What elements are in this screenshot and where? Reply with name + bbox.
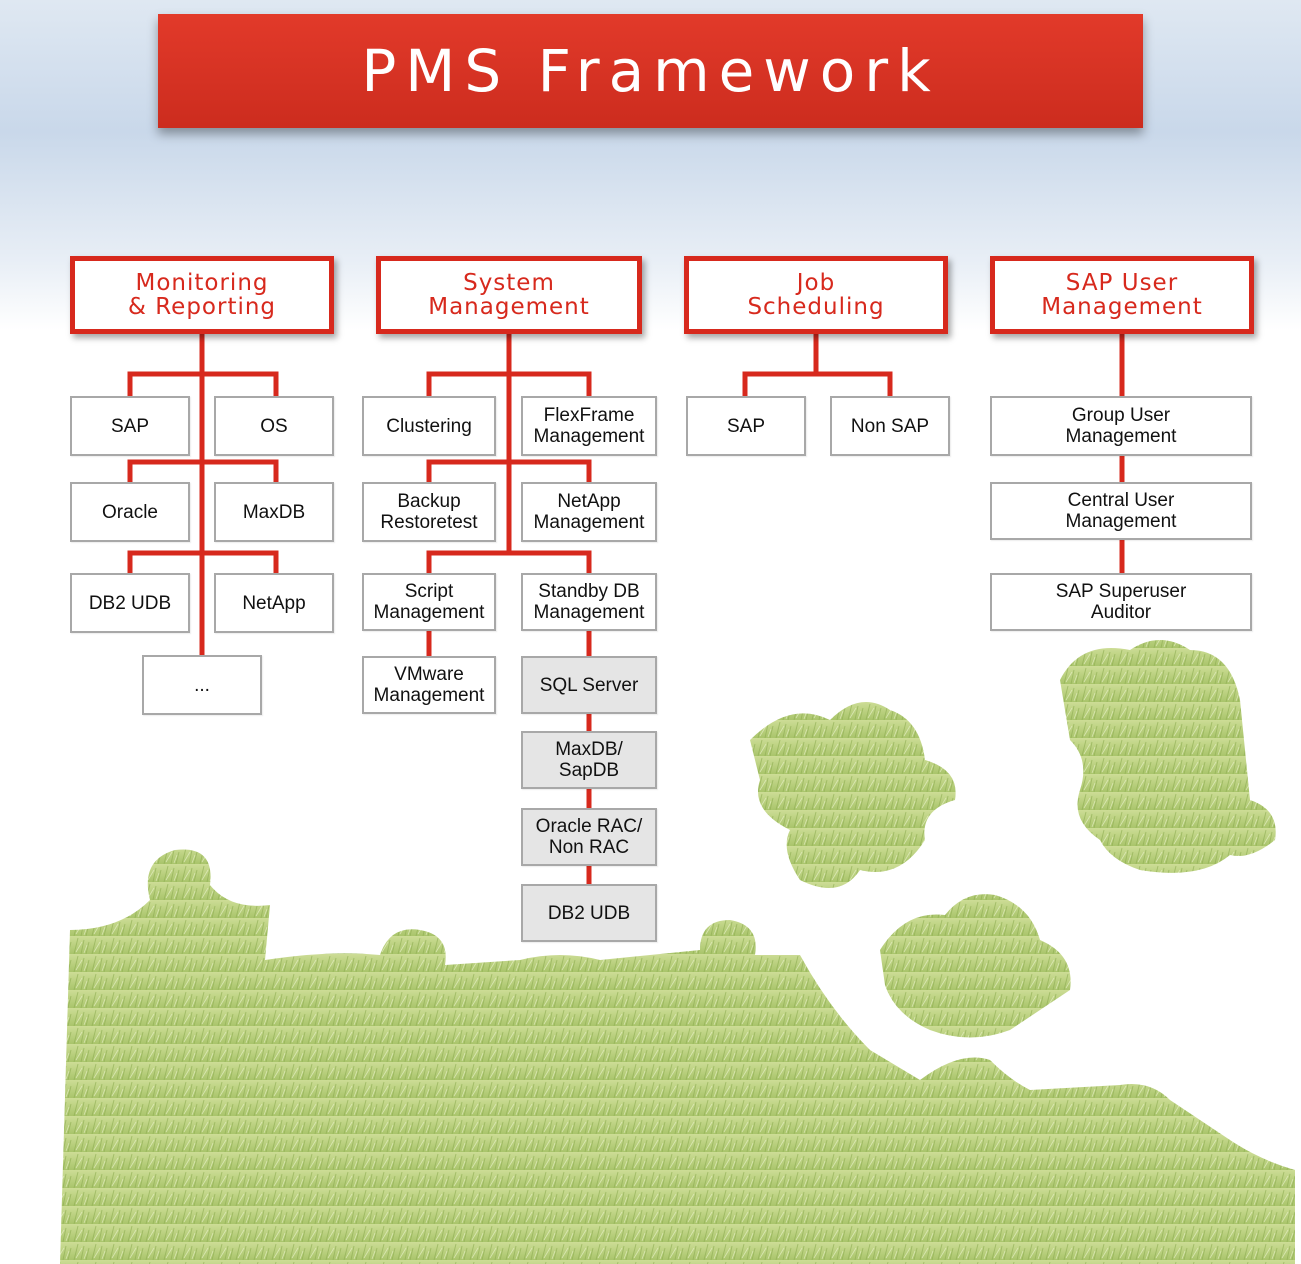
node-users-central: Central User Management — [990, 482, 1252, 540]
grass-puzzle-bottom — [60, 849, 1295, 1264]
grass-puzzle-piece-3 — [880, 894, 1071, 1038]
node-monitoring-db2: DB2 UDB — [70, 573, 190, 633]
category-monitoring-reporting: Monitoring & Reporting — [70, 256, 334, 334]
node-label: NetApp — [242, 592, 306, 614]
node-system-db2: DB2 UDB — [521, 884, 657, 942]
category-label: SAP User Management — [1041, 270, 1203, 320]
category-label: Job Scheduling — [747, 270, 885, 320]
node-system-sqlserver: SQL Server — [521, 656, 657, 714]
node-label: Backup Restoretest — [380, 491, 478, 533]
grass-puzzle-piece-2 — [1060, 640, 1276, 873]
node-label: OS — [260, 415, 288, 437]
node-system-clustering: Clustering — [362, 396, 496, 456]
node-system-netapp: NetApp Management — [521, 482, 657, 542]
node-label: Group User Management — [1065, 405, 1177, 447]
node-label: DB2 UDB — [547, 902, 631, 924]
category-system-management: System Management — [376, 256, 642, 334]
node-monitoring-oracle: Oracle — [70, 482, 190, 542]
node-system-maxdb: MaxDB/ SapDB — [521, 731, 657, 789]
node-system-backup: Backup Restoretest — [362, 482, 496, 542]
node-system-vmware: VMware Management — [362, 656, 496, 714]
node-monitoring-maxdb: MaxDB — [214, 482, 334, 542]
node-label: ... — [194, 674, 210, 696]
node-users-superuser: SAP Superuser Auditor — [990, 573, 1252, 631]
node-label: MaxDB/ SapDB — [555, 739, 623, 781]
node-label: MaxDB — [242, 501, 306, 523]
node-jobs-nonsap: Non SAP — [830, 396, 950, 456]
node-system-oracle-rac: Oracle RAC/ Non RAC — [521, 808, 657, 866]
node-label: Non SAP — [850, 415, 930, 437]
node-jobs-sap: SAP — [686, 396, 806, 456]
page-title: PMS Framework — [361, 37, 940, 105]
node-label: Oracle — [102, 501, 158, 523]
grass-puzzle-piece-1 — [750, 702, 956, 888]
node-label: FlexFrame Management — [533, 405, 645, 447]
node-monitoring-netapp: NetApp — [214, 573, 334, 633]
node-label: Clustering — [386, 415, 472, 437]
node-monitoring-more: ... — [142, 655, 262, 715]
node-monitoring-os: OS — [214, 396, 334, 456]
node-label: Script Management — [373, 581, 485, 623]
node-label: Central User Management — [1065, 490, 1177, 532]
category-job-scheduling: Job Scheduling — [684, 256, 948, 334]
node-system-standby: Standby DB Management — [521, 573, 657, 631]
node-label: Oracle RAC/ Non RAC — [535, 816, 643, 858]
category-sap-user-management: SAP User Management — [990, 256, 1254, 334]
node-label: SAP — [726, 415, 766, 437]
node-system-flexframe: FlexFrame Management — [521, 396, 657, 456]
node-label: Standby DB Management — [533, 581, 645, 623]
category-label: Monitoring & Reporting — [127, 270, 277, 320]
node-label: DB2 UDB — [88, 592, 172, 614]
node-label: NetApp Management — [533, 491, 645, 533]
node-users-group: Group User Management — [990, 396, 1252, 456]
node-monitoring-sap: SAP — [70, 396, 190, 456]
category-label: System Management — [428, 270, 590, 320]
node-label: SAP Superuser Auditor — [1055, 581, 1187, 623]
node-label: VMware Management — [373, 664, 485, 706]
node-label: SQL Server — [539, 674, 639, 696]
title-banner: PMS Framework — [158, 14, 1143, 128]
node-label: SAP — [110, 415, 150, 437]
node-system-script: Script Management — [362, 573, 496, 631]
